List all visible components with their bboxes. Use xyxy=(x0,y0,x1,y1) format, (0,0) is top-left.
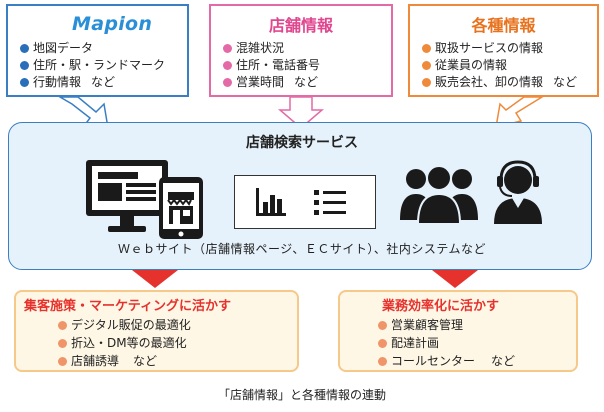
mapion-logo: Mapion xyxy=(72,13,152,35)
people-group-icon xyxy=(400,165,478,225)
list-item-label: 折込・DM等の最適化 xyxy=(71,336,187,350)
list-item: コールセンター など xyxy=(378,352,515,370)
mapion-item-list: 地図データ 住所・駅・ランドマーク 行動情報など xyxy=(20,40,165,91)
bullet-icon xyxy=(223,44,232,53)
efficiency-result-title: 業務効率化に活かす xyxy=(382,299,500,314)
efficiency-result-box xyxy=(338,290,578,372)
bullet-icon xyxy=(20,44,29,53)
bullet-icon xyxy=(20,61,29,70)
service-title: 店舗検索サービス xyxy=(246,135,358,151)
bullet-icon xyxy=(58,320,67,330)
etc-label: など xyxy=(133,354,158,368)
bullet-icon xyxy=(20,78,29,87)
list-item: 混雑状況 xyxy=(223,40,320,57)
bullet-icon xyxy=(378,356,387,366)
misc-source-title: 各種情報 xyxy=(471,16,536,35)
store-source-title: 店舗情報 xyxy=(268,16,333,35)
list-item-label: 営業時間 xyxy=(236,75,285,89)
etc-label: など xyxy=(491,354,516,368)
list-item-label: 営業顧客管理 xyxy=(391,318,464,332)
result-arrows xyxy=(132,270,478,288)
marketing-result-list: デジタル販促の最適化 折込・DM等の最適化 店舗誘導など xyxy=(58,316,191,370)
bullet-icon xyxy=(378,320,387,330)
marketing-result-title: 集客施策・マーケティングに活かす xyxy=(24,299,231,314)
bullet-icon xyxy=(422,61,431,70)
list-item-label: 住所・駅・ランドマーク xyxy=(33,58,166,72)
etc-label: など xyxy=(91,75,116,89)
misc-source-box: 各種情報 取扱サービスの情報 従業員の情報 販売会社、卸の情報など xyxy=(408,4,599,97)
arrow-down-icon xyxy=(432,270,478,288)
list-item: 行動情報など xyxy=(20,74,165,91)
list-item: 住所・電話番号 xyxy=(223,57,320,74)
list-item: 営業顧客管理 xyxy=(378,316,515,334)
list-item-label: 販売会社、卸の情報 xyxy=(435,75,544,89)
mapion-logo-text: Mapion xyxy=(72,13,153,35)
desktop-monitor-icon xyxy=(86,160,168,232)
tablet-shop-icon xyxy=(159,177,203,239)
list-item-label: 店舗誘導 xyxy=(71,354,120,368)
list-item-label: 取扱サービスの情報 xyxy=(435,41,544,55)
list-item: 販売会社、卸の情報など xyxy=(422,74,577,91)
list-item: 配達計画 xyxy=(378,334,515,352)
arrow-down-icon xyxy=(277,96,325,129)
bullet-icon xyxy=(223,61,232,70)
list-item: 取扱サービスの情報 xyxy=(422,40,577,57)
etc-label: など xyxy=(294,75,319,89)
list-icon xyxy=(314,190,346,215)
list-item-label: 住所・電話番号 xyxy=(236,58,321,72)
bullet-icon xyxy=(58,338,67,348)
source-arrows xyxy=(57,96,545,129)
list-item: デジタル販促の最適化 xyxy=(58,316,191,334)
list-item-label: 従業員の情報 xyxy=(435,58,508,72)
misc-item-list: 取扱サービスの情報 従業員の情報 販売会社、卸の情報など xyxy=(422,40,577,91)
figure-caption: 「店舗情報」と各種情報の連動 xyxy=(217,388,386,402)
bullet-icon xyxy=(378,338,387,348)
store-source-box: 店舗情報 混雑状況 住所・電話番号 営業時間など xyxy=(209,4,393,97)
list-item-label: 行動情報 xyxy=(33,75,82,89)
bullet-icon xyxy=(422,78,431,87)
headset-operator-icon xyxy=(494,160,542,224)
bullet-icon xyxy=(223,78,232,87)
list-item-label: 配達計画 xyxy=(391,336,440,350)
list-item: 店舗誘導など xyxy=(58,352,191,370)
service-caption: Ｗｅｂサイト（店舗情報ページ、ＥＣサイト）、社内システムなど xyxy=(117,242,487,256)
efficiency-result-list: 営業顧客管理 配達計画 コールセンター など xyxy=(378,316,515,370)
mapion-source-box: Mapion 地図データ 住所・駅・ランドマーク 行動情報など xyxy=(6,4,189,97)
list-item-label: デジタル販促の最適化 xyxy=(71,318,191,332)
list-item: 折込・DM等の最適化 xyxy=(58,334,191,352)
list-item-label: 地図データ xyxy=(33,41,94,55)
bullet-icon xyxy=(58,356,67,366)
list-item-label: 混雑状況 xyxy=(236,41,285,55)
list-item-label: コールセンター xyxy=(391,354,476,368)
arrow-down-icon xyxy=(132,270,178,288)
list-item: 従業員の情報 xyxy=(422,57,577,74)
list-item: 住所・駅・ランドマーク xyxy=(20,57,165,74)
etc-label: など xyxy=(553,75,578,89)
store-item-list: 混雑状況 住所・電話番号 営業時間など xyxy=(223,40,320,91)
bar-chart-icon xyxy=(256,188,286,216)
list-item: 地図データ xyxy=(20,40,165,57)
bullet-icon xyxy=(422,44,431,53)
list-item: 営業時間など xyxy=(223,74,320,91)
